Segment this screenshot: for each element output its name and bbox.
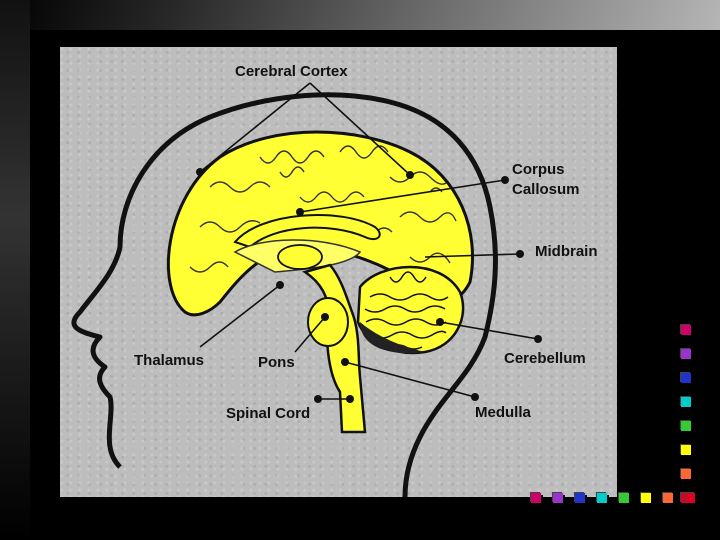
decorative-square: [681, 469, 691, 479]
decorative-square: [681, 421, 691, 431]
decorative-square: [681, 325, 691, 335]
brain-stem: [305, 265, 365, 432]
decorative-square: [575, 493, 585, 503]
decorative-square: [597, 493, 607, 503]
decorative-square: [685, 493, 695, 503]
label-thalamus: Thalamus: [134, 352, 204, 369]
thalamus: [278, 245, 322, 269]
label-cerebellum: Cerebellum: [504, 350, 586, 367]
decorative-square: [553, 493, 563, 503]
brain-diagram: Cerebral Cortex Corpus Callosum Midbrain…: [60, 47, 617, 497]
decorative-square: [681, 445, 691, 455]
decorative-square: [681, 397, 691, 407]
label-pons: Pons: [258, 354, 295, 371]
decorative-square: [681, 373, 691, 383]
label-cerebral-cortex: Cerebral Cortex: [235, 63, 348, 80]
label-callosum: Callosum: [512, 181, 580, 198]
brain-diagram-svg: Cerebral Cortex Corpus Callosum Midbrain…: [60, 47, 617, 497]
pons: [308, 298, 348, 346]
label-medulla: Medulla: [475, 404, 531, 421]
decorative-square: [531, 493, 541, 503]
decorative-square: [663, 493, 673, 503]
label-corpus: Corpus: [512, 161, 565, 178]
label-spinal-cord: Spinal Cord: [226, 405, 310, 422]
slide-left-bar: [0, 0, 30, 540]
label-midbrain: Midbrain: [535, 243, 598, 260]
decorative-square: [641, 493, 651, 503]
decorative-square: [619, 493, 629, 503]
decorative-square: [681, 349, 691, 359]
